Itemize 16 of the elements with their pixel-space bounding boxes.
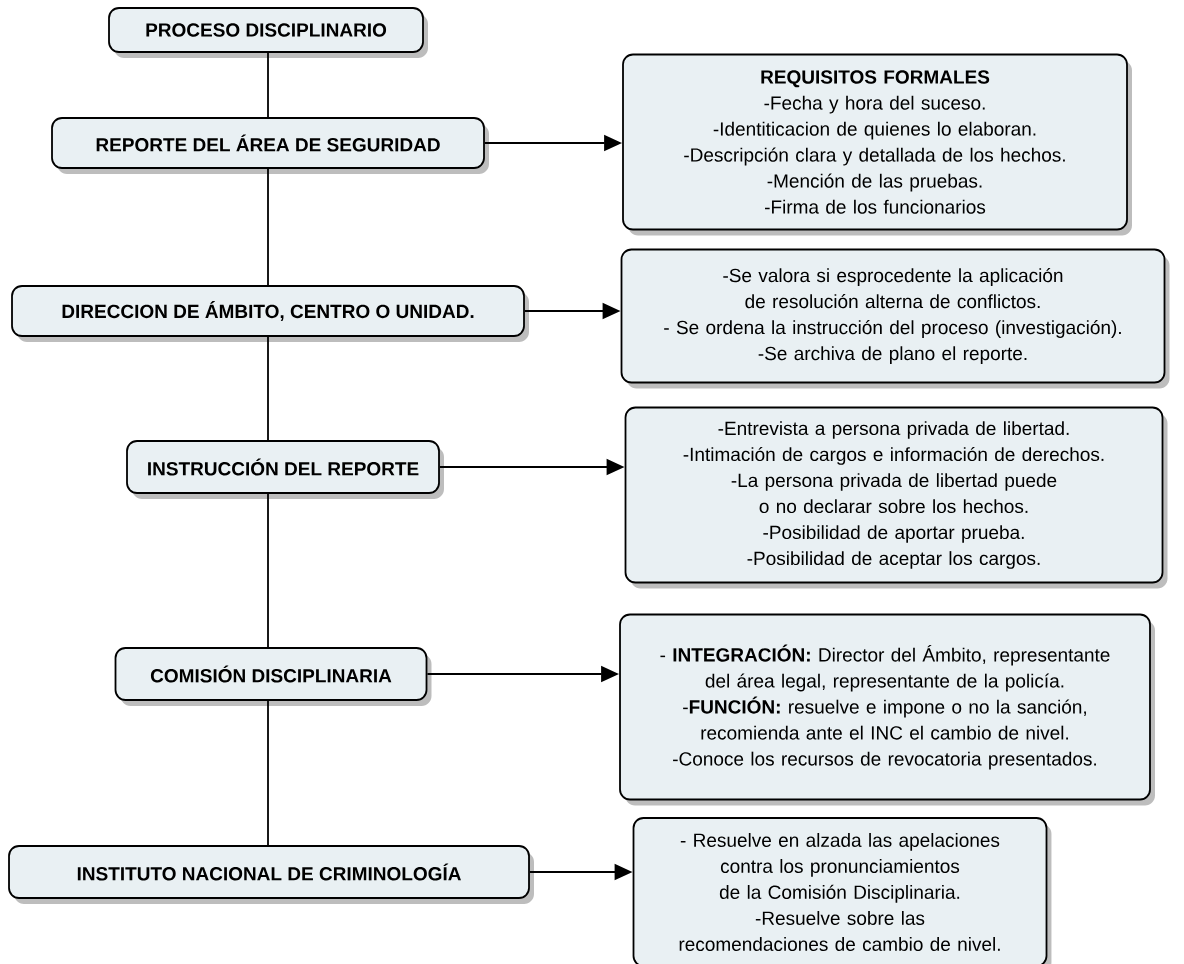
process-box: INSTRUCCIÓN DEL REPORTE xyxy=(126,440,444,499)
process-box: REPORTE DEL ÁREA DE SEGURIDAD xyxy=(51,117,489,174)
process-box: DIRECCION DE ÁMBITO, CENTRO O UNIDAD. xyxy=(11,285,529,342)
connector-line xyxy=(267,52,269,118)
connector-line xyxy=(267,700,269,846)
connector-line xyxy=(267,168,269,286)
info-box: - INTEGRACIÓN: Director del Ámbito, representante del área legal, representante de la policía. -FUNCIÓN: resuelve e impone o no la sanción, recomienda ante el INC el cambio de nivel. -Conoce los recursos de revocatoria presentados. xyxy=(619,613,1155,806)
info-box: -Entrevista a persona privada de libertad. -Intimación de cargos e información de derechos. -La persona privada de libertad puede o no declarar sobre los hechos. -Posibilidad de aportar prueba. -Posibilidad de aceptar los cargos. xyxy=(624,406,1168,589)
connector-line xyxy=(267,493,269,648)
process-box: COMISIÓN DISCIPLINARIA xyxy=(114,647,432,706)
title-box: PROCESO DISCIPLINARIO xyxy=(108,7,428,58)
connector-line xyxy=(267,336,269,441)
info-box: -Se valora si esprocedente la aplicación de resolución alterna de conflictos. - Se ordena la instrucción del proceso (investigación). -Se archiva de plano el reporte. xyxy=(620,248,1170,389)
info-box: REQUISITOS FORMALES -Fecha y hora del suceso. -Identiticacion de quienes lo elaboran. -Descripción clara y detallada de los hechos. -Mención de las pruebas. -Firma de los funcionarios xyxy=(622,53,1132,236)
process-box: INSTITUTO NACIONAL DE CRIMINOLOGÍA xyxy=(8,845,534,904)
info-box: - Resuelve en alzada las apelaciones contra los pronunciamientos de la Comisión Disciplinaria. -Resuelve sobre las recomendaciones de cambio de nivel. xyxy=(632,817,1052,964)
